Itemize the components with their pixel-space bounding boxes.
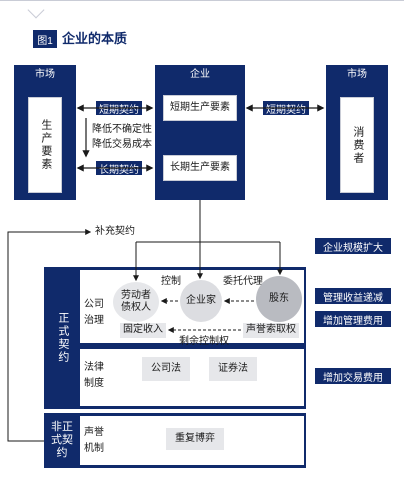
supplement-label: 补充契约 — [95, 226, 135, 237]
short-contract-right-tag: 短期契约 — [263, 101, 309, 116]
company-law-box: 公司法 — [142, 357, 190, 381]
company-panel: 企业 短期生产要素 长期生产要素 — [155, 65, 245, 200]
control-label: 控制 — [161, 276, 181, 287]
reduce-cost-label: 降低交易成本 — [92, 139, 152, 150]
figure-badge-label: 图1 — [37, 35, 53, 47]
labor-creditor-label: 劳动者债权人 — [121, 289, 151, 314]
long-contract-tag: 长期契约 — [96, 161, 142, 176]
short-contract-left-label: 短期契约 — [99, 104, 139, 116]
law-title: 法律制度 — [84, 362, 104, 389]
market-left-body: 生产要素 — [39, 119, 52, 171]
company-law-label: 公司法 — [151, 362, 181, 374]
formal-title: 正式契约 — [56, 312, 69, 364]
labor-creditor-node: 劳动者债权人 — [113, 282, 159, 322]
securities-law-label: 证券法 — [218, 362, 248, 374]
reputation-claim-box: 声誉索取权 — [243, 323, 299, 338]
long-contract-label: 长期契约 — [99, 164, 139, 176]
governance-title: 公司治理 — [84, 299, 104, 326]
market-left-body-box: 生产要素 — [28, 97, 62, 193]
trans-cost-label: 增加交易费用 — [323, 372, 383, 384]
market-right-body-box: 消费者 — [340, 97, 374, 193]
short-contract-left-tag: 短期契约 — [96, 101, 142, 116]
mgmt-cost-tag: 增加管理费用 — [315, 311, 391, 327]
trans-cost-tag: 增加交易费用 — [315, 368, 391, 384]
long-factor-label: 长期生产要素 — [170, 161, 230, 173]
long-factor-box: 长期生产要素 — [163, 155, 237, 181]
repeated-game-box: 重复博弈 — [166, 428, 224, 450]
company-title: 企业 — [190, 68, 210, 80]
shareholder-node: 股东 — [256, 276, 302, 322]
header-corner — [0, 0, 404, 20]
delegation-label: 委托代理 — [223, 276, 263, 287]
expand-tag: 企业规模扩大 — [315, 238, 391, 254]
market-left-panel: 市场 生产要素 — [14, 65, 76, 200]
shareholder-label: 股东 — [269, 292, 289, 304]
residual-control-label: 剩余控制权 — [179, 336, 229, 347]
reputation-claim-label: 声誉索取权 — [246, 324, 296, 336]
informal-title-box: 非正式契约 — [44, 413, 80, 468]
short-contract-right-label: 短期契约 — [266, 104, 306, 116]
short-factor-box: 短期生产要素 — [163, 95, 237, 121]
expand-label: 企业规模扩大 — [323, 242, 383, 254]
fixed-income-box: 固定收入 — [120, 323, 166, 338]
reduce-uncertainty-label: 降低不确定性 — [92, 124, 152, 135]
entrepreneur-node: 企业家 — [180, 280, 222, 322]
market-right-title: 市场 — [347, 68, 367, 80]
figure-badge: 图1 — [33, 30, 57, 48]
market-right-panel: 市场 消费者 — [326, 65, 388, 200]
securities-law-box: 证券法 — [209, 357, 257, 381]
fixed-income-label: 固定收入 — [123, 324, 163, 336]
informal-title: 非正式契约 — [51, 421, 73, 459]
law-panel — [80, 349, 304, 406]
diminishing-tag: 管理收益递减 — [315, 288, 391, 304]
formal-title-box: 正式契约 — [44, 267, 80, 409]
diminishing-label: 管理收益递减 — [323, 292, 383, 304]
market-left-title: 市场 — [35, 68, 55, 80]
market-right-body: 消费者 — [351, 125, 364, 165]
mgmt-cost-label: 增加管理费用 — [323, 315, 383, 327]
short-factor-label: 短期生产要素 — [170, 101, 230, 113]
entrepreneur-label: 企业家 — [186, 294, 216, 306]
reputation-mechanism-title: 声誉机制 — [84, 427, 104, 454]
repeated-game-label: 重复博弈 — [175, 432, 215, 444]
page-title: 企业的本质 — [62, 31, 128, 46]
